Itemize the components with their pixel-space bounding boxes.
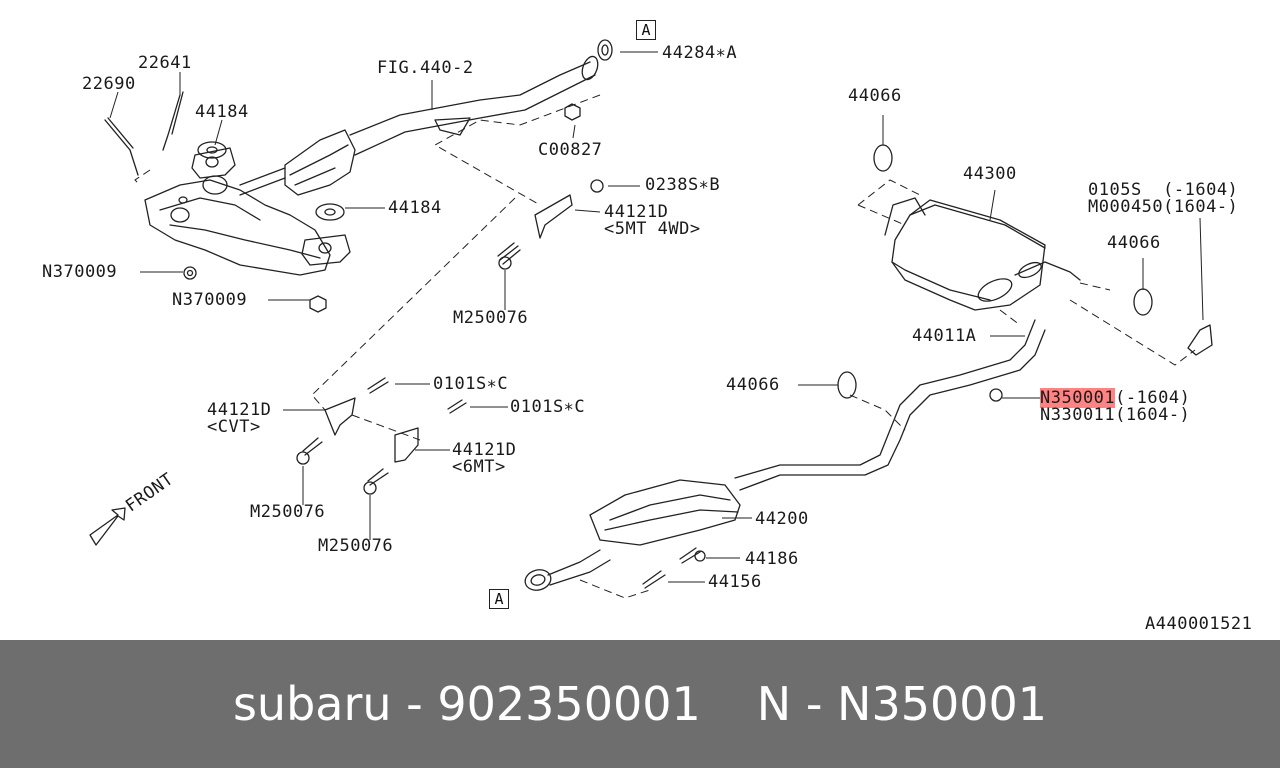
label-0101sc-a: 0101S∗C	[433, 374, 509, 394]
label-44121d-5mt: 44121D	[604, 202, 669, 222]
label-0238sb: 0238S∗B	[645, 175, 721, 195]
label-c00827: C00827	[538, 140, 603, 160]
label-44184-mid: 44184	[388, 198, 442, 218]
label-44300: 44300	[963, 164, 1017, 184]
front-arrow-icon	[89, 507, 126, 546]
label-22690: 22690	[82, 74, 136, 94]
bolt-0105s	[1187, 324, 1213, 356]
label-44121d-cvt-note: <CVT>	[207, 417, 261, 437]
label-n330011: N330011(1604-)	[1040, 405, 1191, 425]
label-44186: 44186	[745, 549, 799, 569]
bracket-44121d-5mt	[534, 194, 573, 239]
label-44284a: 44284∗A	[662, 43, 738, 63]
highlight-n350001: N350001	[1040, 388, 1116, 408]
label-m250076-left: M250076	[250, 502, 326, 522]
label-m250076-bottom: M250076	[318, 536, 394, 556]
label-n350001-range: (-1604)	[1115, 388, 1191, 408]
label-fig-ref: FIG.440-2	[377, 58, 474, 78]
label-44184-top: 44184	[195, 102, 249, 122]
label-44121d-6mt: 44121D	[452, 440, 517, 460]
label-n370009-a: N370009	[42, 262, 118, 282]
part-number-banner: subaru - 902350001 N - N350001	[0, 640, 1280, 768]
bracket-44121d-6mt	[394, 427, 419, 463]
label-n370009-b: N370009	[172, 290, 248, 310]
gasket-44284	[597, 39, 613, 61]
pipe-44011a	[734, 319, 1036, 479]
hanger-44066-left	[837, 371, 857, 399]
center-muffler-44200	[589, 479, 741, 546]
label-m000450: M000450(1604-)	[1088, 197, 1239, 217]
hanger-44066-top	[873, 144, 893, 172]
label-44066-top: 44066	[848, 86, 902, 106]
oem-part-number: subaru - 902350001	[232, 677, 701, 731]
label-44200: 44200	[755, 509, 809, 529]
label-44121d-6mt-note: <6MT>	[452, 457, 506, 477]
rear-muffler	[884, 197, 1081, 311]
bracket-44121d-cvt	[324, 397, 356, 436]
label-44066-left: 44066	[726, 375, 780, 395]
label-n350001: N350001(-1604)	[1040, 388, 1190, 408]
label-44156: 44156	[708, 572, 762, 592]
diagram-id: A440001521	[1145, 614, 1253, 634]
label-44121d-5mt-note: <5MT 4WD>	[604, 219, 701, 239]
label-44066-right: 44066	[1107, 233, 1161, 253]
reference-box-a-bottom: A	[489, 589, 509, 609]
label-0101sc-b: 0101S∗C	[510, 397, 586, 417]
label-0105s: 0105S (-1604)	[1088, 180, 1239, 200]
label-m250076-top: M250076	[453, 308, 529, 328]
exhaust-diagram	[89, 39, 1213, 599]
label-44011a: 44011A	[912, 326, 977, 346]
label-22641: 22641	[138, 53, 192, 73]
hanger-44066-right	[1133, 288, 1153, 316]
label-44121d-cvt: 44121D	[207, 400, 272, 420]
front-pipe-assembly	[104, 55, 599, 313]
alt-part-number: N - N350001	[756, 677, 1048, 731]
reference-box-a-top: A	[636, 20, 656, 40]
